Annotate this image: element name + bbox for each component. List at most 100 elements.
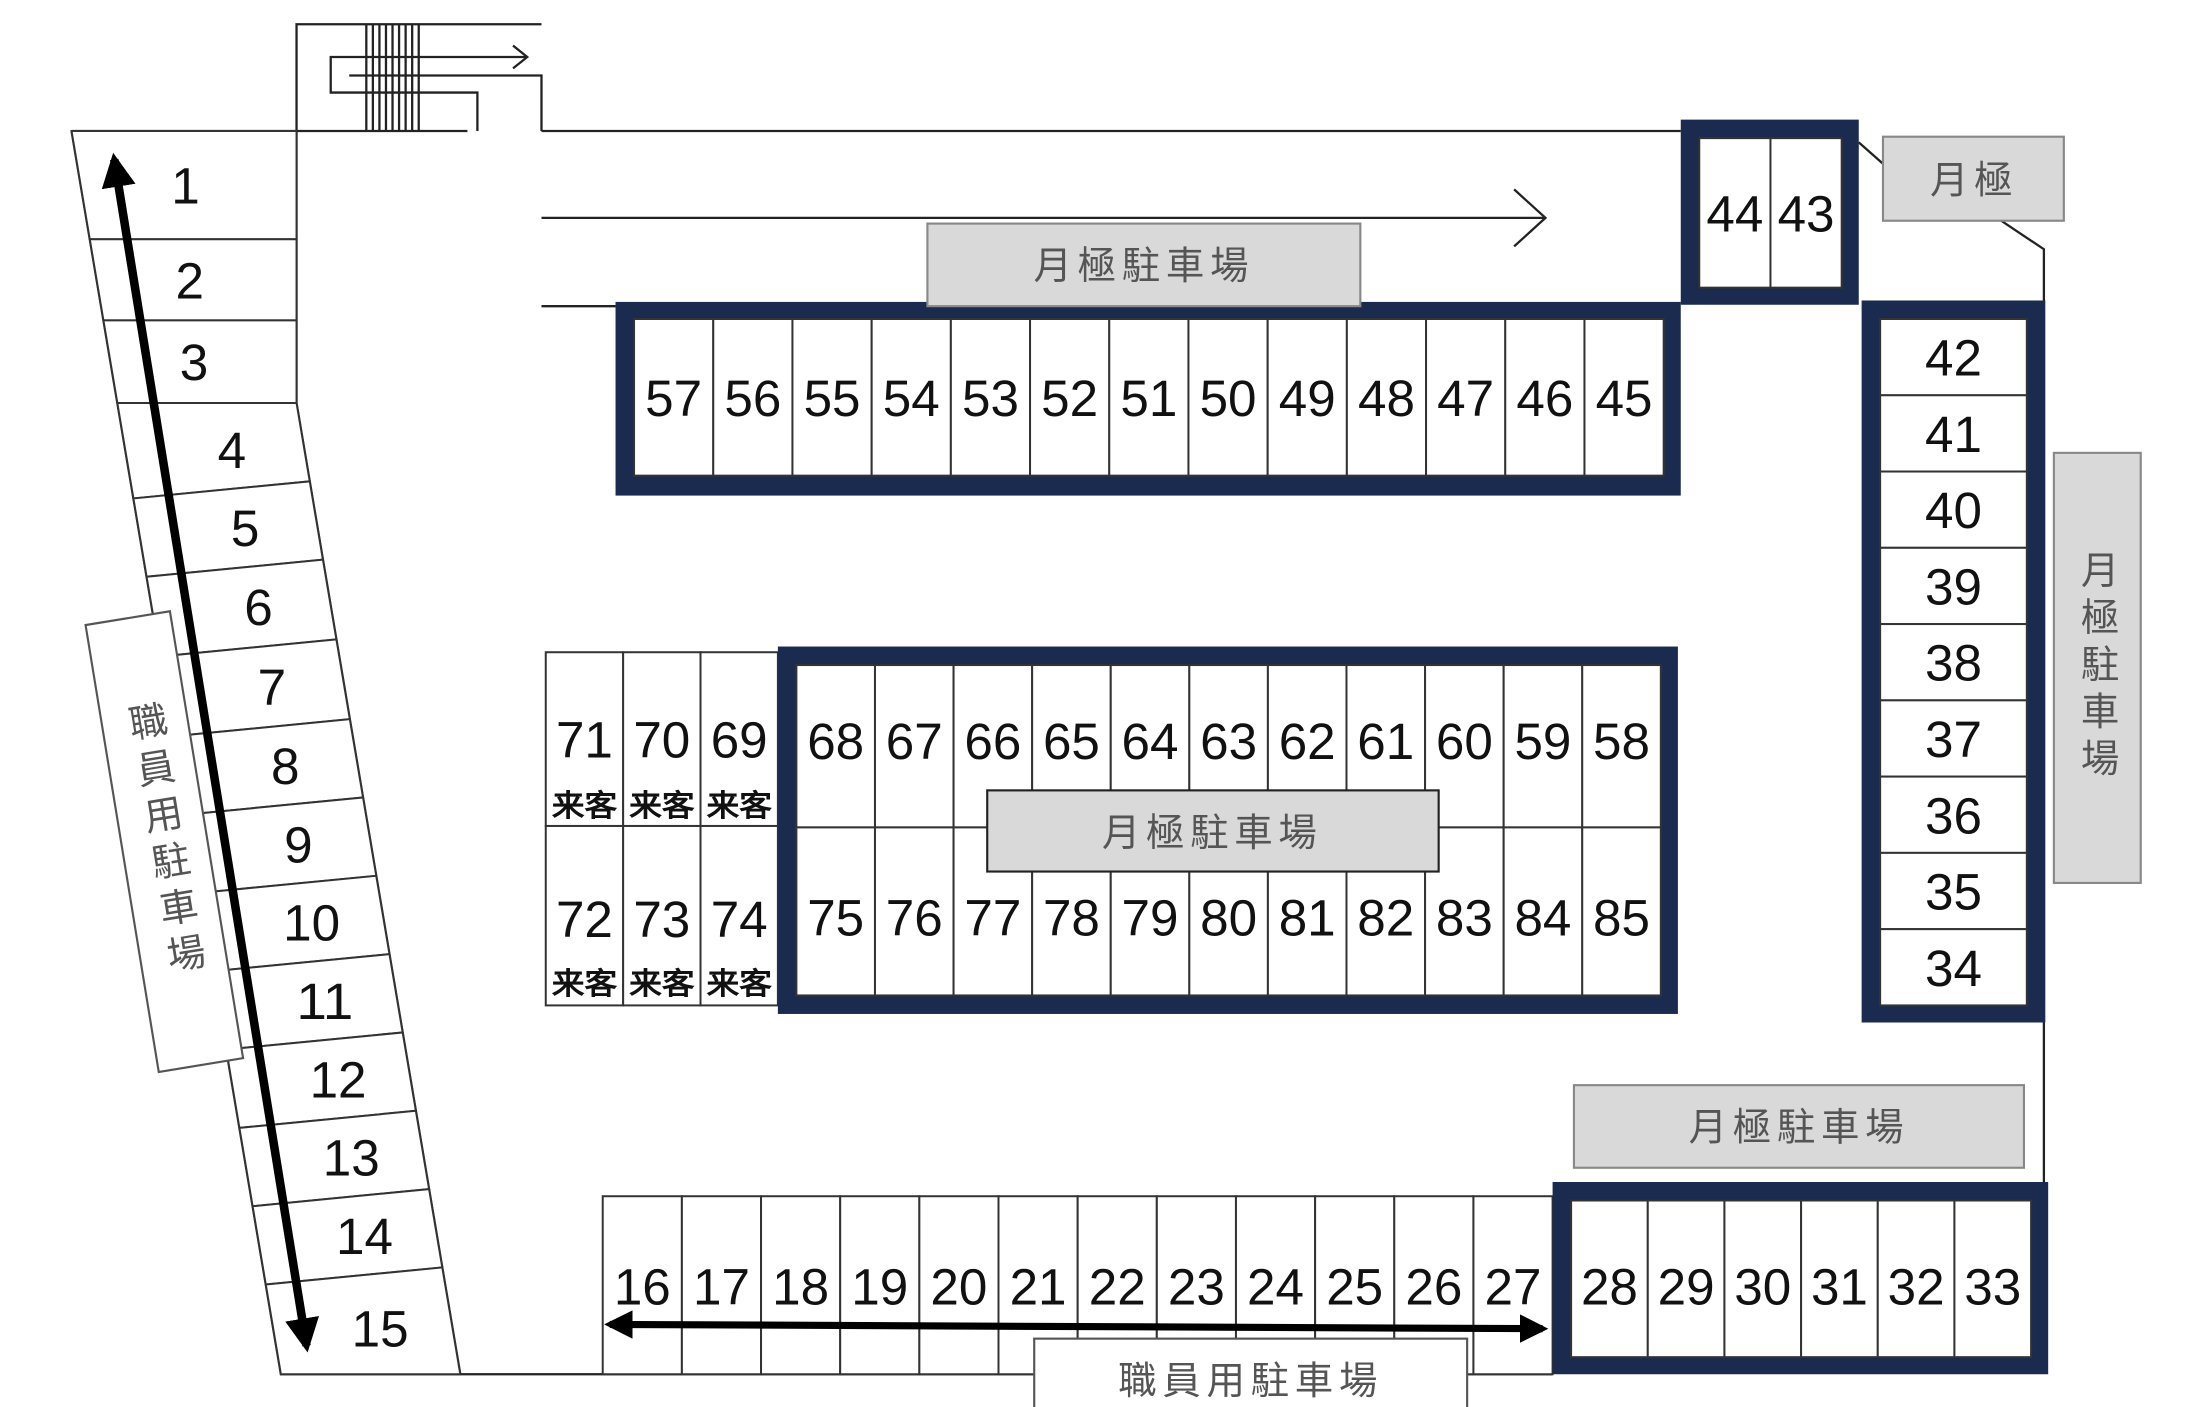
stall-number: 21 [1010,1258,1067,1315]
stall-number: 5 [231,500,260,557]
parking-stall-43: 43 [1769,137,1843,289]
parking-stall-47: 47 [1425,317,1507,477]
stall-number: 20 [930,1258,987,1315]
stall-number: 30 [1734,1258,1791,1315]
stall-number: 41 [1925,406,1982,463]
parking-stall-1: 1 [70,130,298,241]
stall-number: 42 [1925,330,1982,387]
bottom-staff-arrow [604,1310,1549,1343]
stall-number: 67 [886,713,943,770]
parking-stall-46: 46 [1504,317,1586,477]
label-text: 月極駐車場 [1689,1106,1910,1151]
stall-number: 78 [1043,890,1100,947]
parking-stall-58: 58 [1581,664,1662,829]
stall-number: 77 [964,890,1021,947]
stall-number: 71 [556,712,613,769]
label-text: 月極駐車場 [1034,244,1255,289]
label-monthly-bottom: 月極駐車場 [1572,1084,2026,1169]
stall-number: 33 [1964,1258,2021,1315]
parking-stall-71: 71 来客 [544,651,625,827]
stall-number: 45 [1596,370,1653,427]
stall-number: 54 [883,370,940,427]
stall-number: 1 [171,158,200,215]
visitor-label: 来客 [629,789,695,824]
stall-number: 64 [1122,713,1179,770]
label-text: 月極駐車場 [1102,811,1323,856]
stall-number: 76 [886,890,943,947]
label-monthly-top: 月極駐車場 [926,222,1362,308]
stall-number: 61 [1357,713,1414,770]
parking-stall-53: 53 [949,317,1032,477]
stall-number: 74 [711,891,768,948]
stall-number: 49 [1279,370,1336,427]
parking-stall-48: 48 [1345,317,1428,477]
label-monthly-short: 月極 [1881,135,2065,222]
stall-number: 66 [964,713,1021,770]
left-staff-arrow [101,152,320,1353]
parking-stall-20: 20 [918,1195,1000,1376]
parking-stall-57: 57 [633,317,715,477]
stairs [365,24,420,132]
stall-number: 52 [1041,370,1098,427]
stall-number: 62 [1279,713,1336,770]
parking-stall-54: 54 [870,317,952,477]
parking-stall-67: 67 [873,664,955,829]
stall-number: 22 [1089,1258,1146,1315]
stall-number: 44 [1706,185,1763,242]
parking-stall-29: 29 [1646,1199,1726,1359]
parking-stall-37: 37 [1879,699,2028,778]
stall-number: 60 [1436,713,1493,770]
parking-stall-40: 40 [1879,470,2028,549]
stall-number: 32 [1888,1258,1945,1315]
parking-stall-32: 32 [1876,1199,1956,1359]
label-monthly-middle: 月極駐車場 [986,789,1440,873]
parking-stall-55: 55 [791,317,873,477]
stall-number: 53 [962,370,1019,427]
stall-number: 7 [258,659,287,716]
stall-number: 85 [1593,890,1650,947]
stall-number: 79 [1122,890,1179,947]
stall-number: 10 [283,895,340,952]
parking-stall-74: 74 来客 [699,824,779,1007]
stall-number: 36 [1925,787,1982,844]
stall-number: 43 [1778,185,1835,242]
stall-number: 47 [1437,370,1494,427]
stall-number: 65 [1043,713,1100,770]
stall-number: 50 [1200,370,1257,427]
parking-stall-34: 34 [1879,928,2028,1007]
visitor-label: 来客 [552,967,618,1002]
stall-number: 37 [1925,711,1982,768]
stall-number: 75 [807,890,864,947]
stall-number: 73 [633,891,690,948]
parking-stall-16: 16 [601,1195,683,1376]
stall-number: 63 [1200,713,1257,770]
parking-stall-41: 41 [1879,394,2028,473]
stall-number: 68 [807,713,864,770]
stall-number: 2 [175,252,204,309]
parking-stall-84: 84 [1502,826,1584,997]
parking-stall-38: 38 [1879,623,2028,702]
stall-number: 9 [284,816,313,873]
parking-stall-19: 19 [839,1195,921,1376]
stall-number: 4 [218,422,247,479]
label-monthly-right: 月極駐車場 [2052,451,2142,885]
parking-stall-28: 28 [1570,1199,1649,1359]
parking-stall-45: 45 [1583,317,1665,477]
parking-stall-52: 52 [1029,317,1111,477]
visitor-label: 来客 [706,967,772,1002]
stall-number: 81 [1279,890,1336,947]
visitor-label: 来客 [706,789,772,824]
stall-number: 58 [1593,713,1650,770]
parking-stall-35: 35 [1879,851,2028,931]
stall-number: 14 [336,1208,393,1265]
stall-number: 59 [1514,713,1571,770]
stall-number: 8 [271,738,300,795]
stall-number: 55 [804,370,861,427]
visitor-label: 来客 [552,789,618,824]
stall-number: 25 [1326,1258,1383,1315]
